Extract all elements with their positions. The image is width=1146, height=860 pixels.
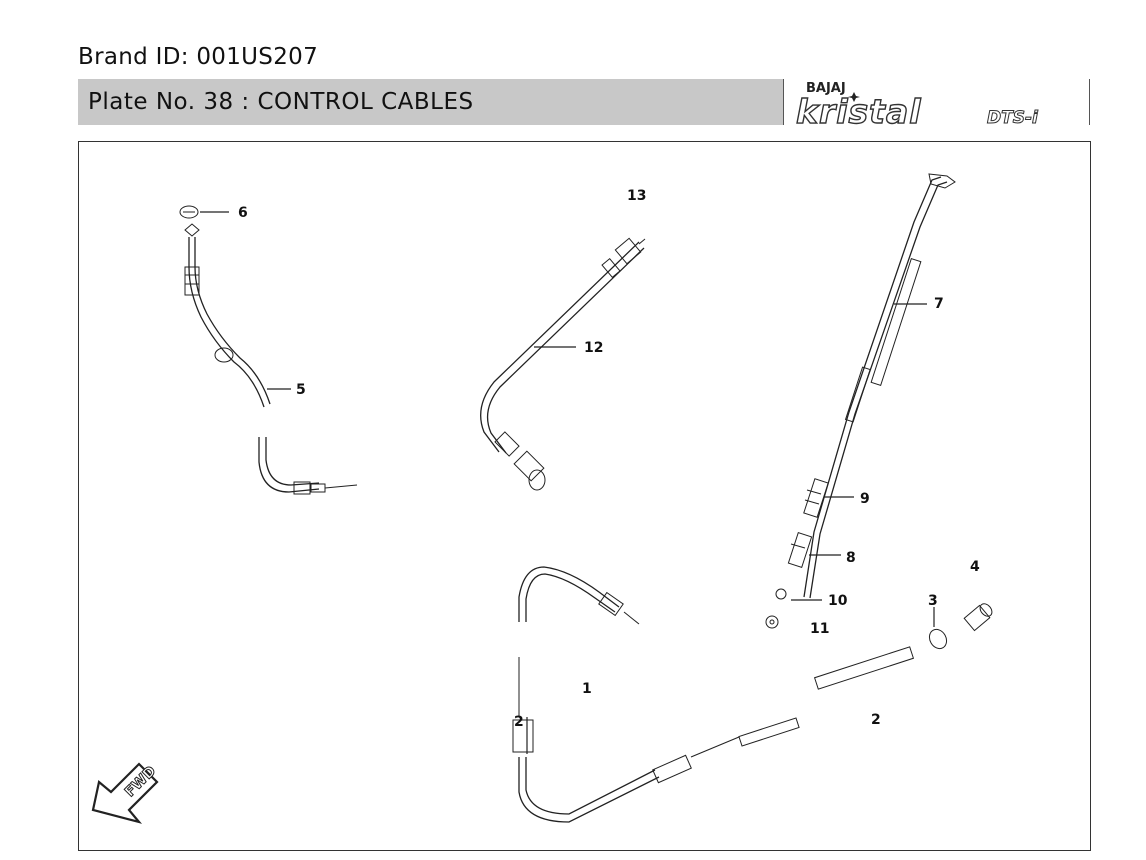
part-8-fitting	[787, 531, 841, 569]
part-5-cable	[184, 223, 358, 495]
part-11-washer	[765, 615, 779, 629]
brand-id: Brand ID: 001US207	[78, 44, 319, 70]
part-7-cable	[803, 173, 956, 599]
part-6-clamp	[179, 205, 229, 219]
part-1-cable	[512, 566, 640, 753]
part-9-adjuster	[803, 478, 854, 518]
callout-3: 3	[928, 593, 938, 609]
callout-10: 10	[828, 593, 848, 609]
logo-model: kristal	[796, 92, 922, 125]
part-10-nut	[775, 588, 822, 601]
fwd-arrow-icon: FWD	[91, 762, 160, 824]
logo-variant: DTS-i	[987, 108, 1039, 125]
part-3-cap	[928, 607, 948, 650]
part-2-cable	[518, 646, 915, 823]
part-4-sleeve	[963, 603, 993, 632]
plate-title-bar: Plate No. 38 : CONTROL CABLES	[78, 79, 783, 125]
callout-1: 1	[582, 681, 592, 697]
parts-diagram: 6 5 12	[78, 141, 1091, 851]
part-12-speedometer-cable	[480, 237, 646, 491]
callout-12: 12	[584, 340, 603, 356]
callout-2: 2	[871, 712, 881, 728]
callout-11: 11	[810, 621, 829, 637]
logo-maker: BAJAJ	[806, 81, 846, 96]
callout-7: 7	[934, 296, 944, 312]
callout-9: 9	[860, 491, 870, 507]
logo-star-icon	[848, 92, 860, 102]
callout-4: 4	[970, 559, 980, 575]
callout-6: 6	[238, 205, 248, 221]
plate-title: Plate No. 38 : CONTROL CABLES	[88, 89, 474, 115]
callout-8: 8	[846, 550, 856, 566]
callout-2-small: 2	[514, 714, 524, 730]
brand-logo: BAJAJ kristal DTS-i	[783, 79, 1090, 125]
callout-5: 5	[296, 382, 306, 398]
callout-13: 13	[627, 188, 646, 204]
